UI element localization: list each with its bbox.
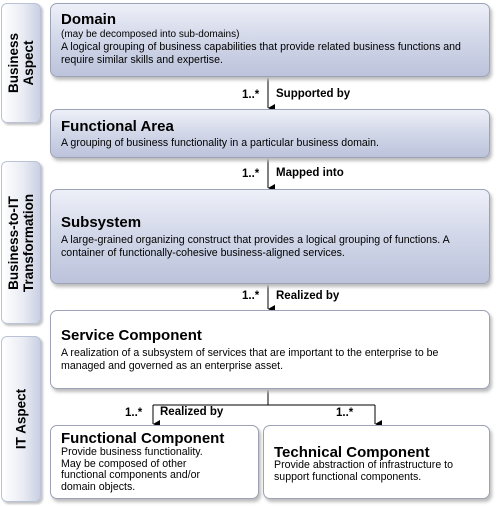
realized-by-functional-multiplicity: 1..* <box>125 407 143 419</box>
functional-area-description: A grouping of business functionality in … <box>61 137 379 149</box>
subsystem-box: Subsystem A large-grained organizing con… <box>50 189 490 284</box>
business-aspect-band: Business Aspect <box>1 3 41 123</box>
subsystem-title: Subsystem <box>61 214 142 231</box>
realized-by-multiplicity: 1..* <box>242 290 260 302</box>
functional-component-box: Functional Component Provide business fu… <box>50 425 259 499</box>
technical-component-box: Technical Component Provide abstraction … <box>263 425 490 499</box>
domain-title: Domain <box>61 11 117 28</box>
realized-by-label: Realized by <box>276 290 340 302</box>
transformation-band: Business-to-IT Transformation <box>1 161 41 324</box>
domain-box: Domain (may be decomposed into sub-domai… <box>50 3 490 77</box>
service-component-box: Service Component A realization of a sub… <box>50 310 490 389</box>
domain-description: A logical grouping of business capabilit… <box>61 41 461 66</box>
it-aspect-band: IT Aspect <box>1 336 41 502</box>
supported-by-multiplicity: 1..* <box>242 89 260 101</box>
functional-area-box: Functional Area A grouping of business f… <box>50 109 490 158</box>
service-component-title: Service Component <box>61 327 202 344</box>
technical-component-title: Technical Component <box>274 444 430 461</box>
functional-area-title: Functional Area <box>61 118 174 135</box>
domain-subtitle: (may be decomposed into sub-domains) <box>61 29 240 40</box>
mapped-into-label: Mapped into <box>276 167 344 179</box>
functional-component-title: Functional Component <box>61 430 225 447</box>
subsystem-description: A large-grained organizing construct tha… <box>61 234 450 259</box>
realized-by-functional-label: Realized by <box>160 406 224 418</box>
service-component-description: A realization of a subsystem of services… <box>61 347 439 372</box>
technical-component-description: Provide abstraction of infrastructure to… <box>274 459 454 483</box>
supported-by-label: Supported by <box>276 88 351 100</box>
functional-component-description: Provide business functionality. May be c… <box>61 446 203 493</box>
mapped-into-multiplicity: 1..* <box>242 168 260 180</box>
realized-by-technical-multiplicity: 1..* <box>336 407 354 419</box>
